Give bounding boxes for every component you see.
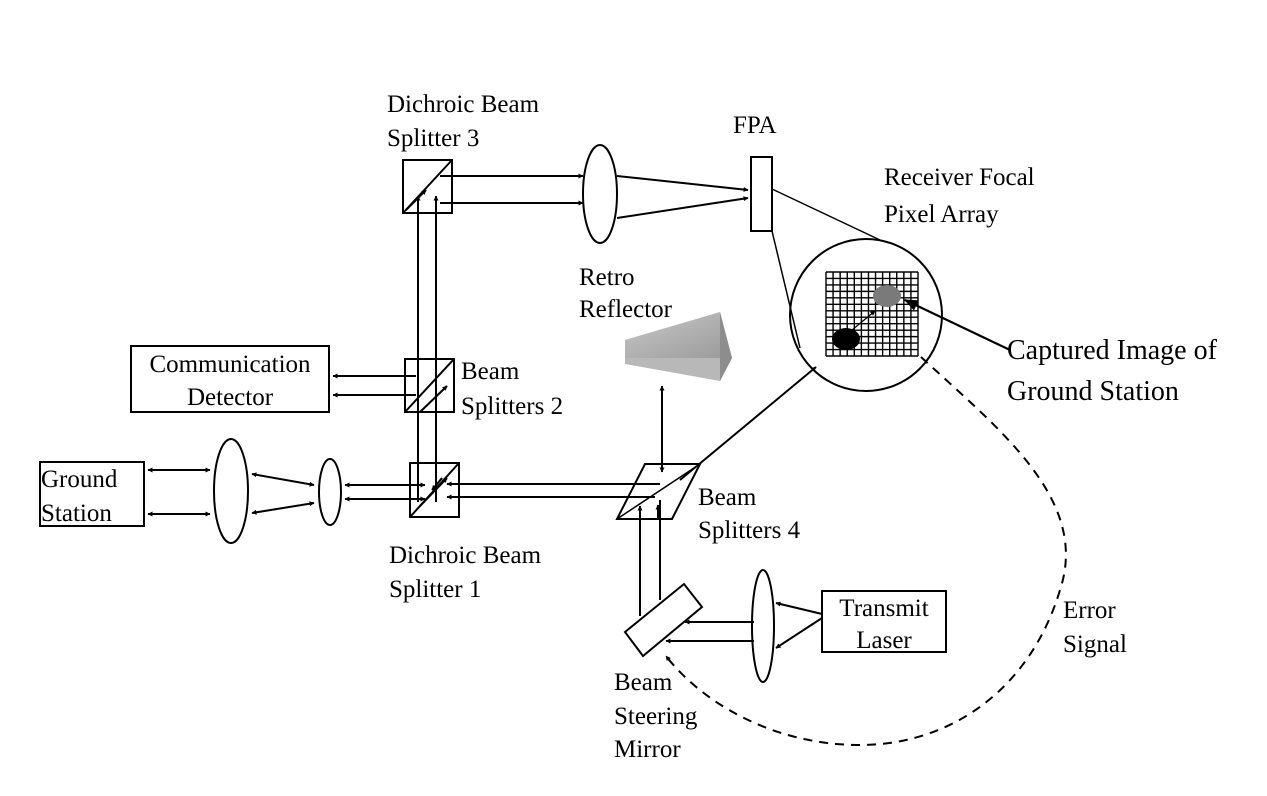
fpa-lens	[582, 144, 618, 244]
retro-reflector	[625, 312, 732, 381]
beam-splitters-4-label-line2: Splitters 4	[698, 517, 801, 544]
receiver-focal-label-line1: Receiver Focal	[884, 164, 1035, 191]
beam-steering-mirror-label-line3: Mirror	[614, 736, 681, 763]
beam-splitters-2-label-line2: Splitters 2	[461, 393, 563, 420]
fpa-label: FPA	[733, 112, 777, 139]
communication-detector-label-line1: Communication	[149, 351, 311, 378]
ground-lens-large	[213, 438, 249, 544]
dichroic-bs3-label-line2: Splitter 3	[387, 125, 479, 152]
retro-reflector-label-line2: Reflector	[579, 296, 673, 323]
dichroic-bs1-label-line2: Splitter 1	[389, 576, 481, 603]
dichroic-bs3-label-line1: Dichroic Beam	[387, 91, 540, 118]
transmit-laser-box	[821, 590, 947, 653]
beam-splitter-4	[615, 463, 702, 520]
error-signal-path	[665, 356, 1067, 747]
ground-station-label-line2: Station	[41, 500, 112, 527]
transmit-laser-label-line2: Laser	[856, 627, 912, 654]
ground-lens-small	[318, 458, 342, 526]
beam-steering-mirror-label-line2: Steering	[614, 703, 698, 730]
captured-image-label-line2: Ground Station	[1007, 376, 1179, 407]
captured-spot-black	[832, 328, 860, 350]
transmit-lens	[751, 569, 775, 683]
communication-detector-label-line2: Detector	[187, 384, 274, 411]
captured-image-label-line1: Captured Image of	[1007, 335, 1218, 366]
beam-lines	[147, 173, 1067, 747]
communication-detector-box	[130, 345, 330, 413]
fpa-sensor	[750, 156, 773, 232]
beam-splitters-2-label-line1: Beam	[461, 358, 520, 385]
ground-station-label-line1: Ground	[41, 466, 118, 493]
dichroic-bs1-label-line1: Dichroic Beam	[389, 542, 542, 569]
beam-steering-mirror	[623, 582, 704, 658]
beam-steering-mirror-label-line1: Beam	[614, 669, 673, 696]
beam-splitters-4-label-line1: Beam	[698, 484, 757, 511]
receiver-focal-circle	[789, 238, 943, 392]
ground-station-box	[39, 461, 145, 527]
error-signal-label-line1: Error	[1063, 597, 1116, 624]
captured-spot-gray	[873, 285, 901, 307]
receiver-focal-label-line2: Pixel Array	[884, 201, 999, 228]
retro-reflector-label-line1: Retro	[579, 264, 635, 291]
transmit-laser-label-line1: Transmit	[839, 595, 928, 622]
error-signal-label-line2: Signal	[1063, 631, 1127, 658]
